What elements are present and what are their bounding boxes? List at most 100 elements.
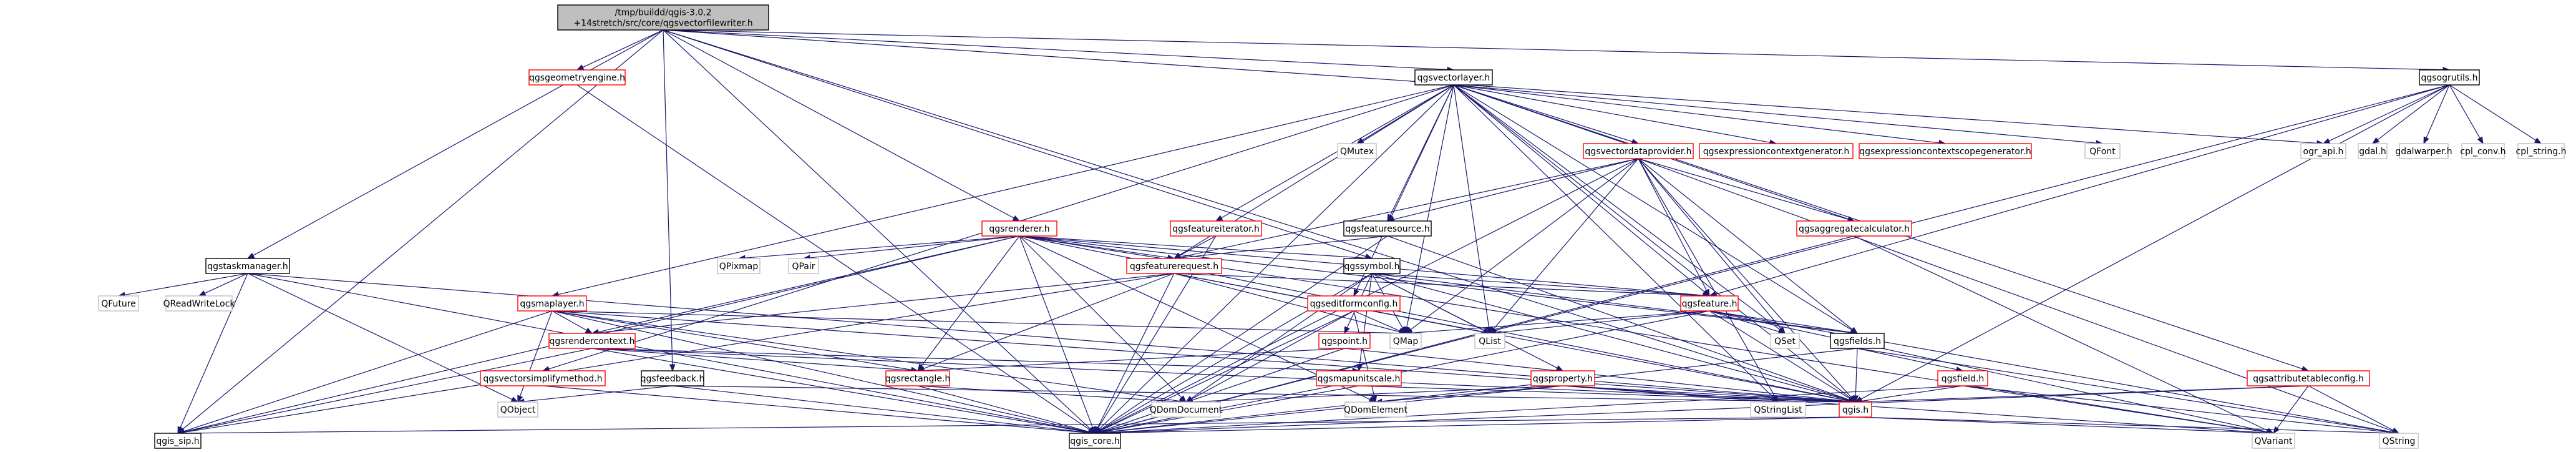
dependency-edge <box>1386 158 1639 223</box>
node-root[interactable]: /tmp/buildd/qgis-3.0.2+14stretch/src/cor… <box>557 4 769 31</box>
node-qgsvectordataprovider[interactable]: qgsvectordataprovider.h <box>1583 143 1694 159</box>
dependency-edge <box>117 273 248 298</box>
node-label: QFuture <box>101 299 136 309</box>
node-qgsfeaturesource[interactable]: qgsfeaturesource.h <box>1343 220 1432 237</box>
dependency-edge <box>1453 84 1857 403</box>
dependency-edge <box>246 29 664 259</box>
node-label: qgsproperty.h <box>1533 374 1593 384</box>
node-label: qgsrectangle.h <box>885 374 950 384</box>
node-qpair: QPair <box>788 258 819 274</box>
dependency-edge <box>917 385 1187 405</box>
node-qgsfeatureiterator[interactable]: qgsfeatureiterator.h <box>1170 220 1262 237</box>
dependency-edge <box>591 348 1360 374</box>
node-label: QStringList <box>1754 405 1802 415</box>
node-qdomelement: QDomElement <box>1344 401 1407 418</box>
node-label: qgstaskmanager.h <box>207 262 288 272</box>
dependency-edge <box>247 273 519 403</box>
node-label: qgsexpressioncontextgenerator.h <box>1703 147 1850 157</box>
dependency-edge <box>1562 385 1779 405</box>
node-qgsrenderer[interactable]: qgsrenderer.h <box>981 220 1057 237</box>
node-qstringlist: QStringList <box>1750 401 1806 418</box>
node-ogr_api: ogr_api.h <box>2300 143 2346 159</box>
dependency-edge <box>917 385 1096 435</box>
dependency-edge <box>1709 310 1786 335</box>
node-qgsgeometryengine[interactable]: qgsgeometryengine.h <box>528 69 626 86</box>
dependency-edge <box>1019 235 1373 262</box>
node-label: QObject <box>500 405 536 415</box>
dependency-edge <box>2423 84 2450 145</box>
node-qgssymbol[interactable]: qgssymbol.h <box>1343 258 1401 274</box>
dependency-edge <box>1094 310 1354 434</box>
dependency-edge <box>591 348 1096 435</box>
dependency-edge <box>2322 84 2450 144</box>
node-qgsfeedback[interactable]: qgsfeedback.h <box>641 370 705 386</box>
node-qgsrendercontext[interactable]: qgsrendercontext.h <box>548 333 636 349</box>
dependency-edge <box>1854 385 2309 405</box>
node-label: QMutex <box>1340 147 1374 157</box>
node-qgspoint[interactable]: qgspoint.h <box>1318 333 1371 349</box>
node-qgis_core[interactable]: qgis_core.h <box>1069 433 1121 449</box>
node-qgsexprctxgen[interactable]: qgsexpressioncontextgenerator.h <box>1699 143 1854 159</box>
dependency-edge <box>663 29 2325 147</box>
node-qgsfields[interactable]: qgsfields.h <box>1830 333 1885 349</box>
node-label: qgsaggregatecalculator.h <box>1799 224 1910 234</box>
node-label: qgsfeedback.h <box>641 374 705 384</box>
dependency-edge <box>663 29 676 372</box>
node-cpl_conv: cpl_conv.h <box>2460 143 2506 159</box>
node-label: qgsfields.h <box>1834 337 1881 346</box>
node-qmap: QMap <box>1389 333 1422 349</box>
dependency-edge <box>663 29 1857 403</box>
node-label: qgsvectorsimplifymethod.h <box>483 374 602 384</box>
node-label: QFont <box>2089 147 2116 157</box>
node-label: qgsvectorlayer.h <box>1417 73 1490 83</box>
node-qgsogrutils[interactable]: qgsogrutils.h <box>2419 69 2480 86</box>
node-qgsfield[interactable]: qgsfield.h <box>1937 370 1988 386</box>
dependency-edge <box>737 235 1020 261</box>
node-label: QPixmap <box>719 262 759 272</box>
node-qgsaggregatecalculator[interactable]: qgsaggregatecalculator.h <box>1796 220 1912 237</box>
dependency-edge <box>517 310 553 403</box>
dependency-edge <box>1453 84 1859 334</box>
node-qgsmapunitscale[interactable]: qgsmapunitscale.h <box>1316 370 1402 386</box>
node-qgsvectorlayer[interactable]: qgsvectorlayer.h <box>1414 69 1493 86</box>
node-qgsvectorsimplifymethod[interactable]: qgsvectorsimplifymethod.h <box>480 370 606 386</box>
dependency-edge <box>802 235 1020 261</box>
node-qgis_sip[interactable]: qgis_sip.h <box>154 433 202 449</box>
node-label: qgsfield.h <box>1942 374 1985 384</box>
node-qgsfeaturerequest[interactable]: qgsfeaturerequest.h <box>1126 258 1222 274</box>
node-label: qgsgeometryengine.h <box>529 73 625 83</box>
dependency-edge <box>1857 348 2400 436</box>
dependency-edge <box>542 385 1096 436</box>
node-gdalwarper: gdalwarper.h <box>2395 143 2452 159</box>
dependency-edge <box>1453 84 1492 335</box>
dependency-edge <box>1708 84 2450 297</box>
node-qgsexprctxscopegen[interactable]: qgsexpressioncontextscopegenerator.h <box>1859 143 2032 159</box>
node-qgsfeature[interactable]: qgsfeature.h <box>1680 295 1739 312</box>
dependency-edge <box>1852 348 1859 403</box>
node-label: qgis_core.h <box>1070 436 1120 446</box>
dependency-edge <box>198 273 248 297</box>
graph-nodes: /tmp/buildd/qgis-3.0.2+14stretch/src/cor… <box>98 4 2567 449</box>
dependency-edge <box>591 273 1175 336</box>
node-qvariant: QVariant <box>2252 433 2295 449</box>
dependency-edge <box>1638 158 1710 297</box>
node-label: qgseditformconfig.h <box>1310 299 1398 309</box>
node-qgsrectangle[interactable]: qgsrectangle.h <box>885 370 950 386</box>
node-label: gdalwarper.h <box>2395 147 2452 157</box>
node-qgseditformconfig[interactable]: qgseditformconfig.h <box>1307 295 1401 312</box>
dependency-edge <box>1094 416 1856 436</box>
node-label: qgsrendercontext.h <box>549 337 634 346</box>
node-qgis[interactable]: qgis.h <box>1839 401 1872 418</box>
dependency-edge <box>2273 385 2309 435</box>
node-qgsattributetableconfig[interactable]: qgsattributetableconfig.h <box>2247 370 2370 386</box>
node-qgsproperty[interactable]: qgsproperty.h <box>1530 370 1595 386</box>
node-label: qgsfeaturesource.h <box>1345 224 1429 234</box>
dependency-edge <box>551 84 1454 298</box>
node-qgstaskmanager[interactable]: qgstaskmanager.h <box>205 258 290 274</box>
node-qgsmaplayer[interactable]: qgsmaplayer.h <box>517 295 587 312</box>
node-label: qgsexpressioncontextscopegenerator.h <box>1859 147 2031 157</box>
node-label: qgsmaplayer.h <box>520 299 584 309</box>
dependency-edge <box>1962 385 2400 436</box>
node-label: +14stretch/src/core/qgsvectorfilewriter.… <box>573 19 752 29</box>
